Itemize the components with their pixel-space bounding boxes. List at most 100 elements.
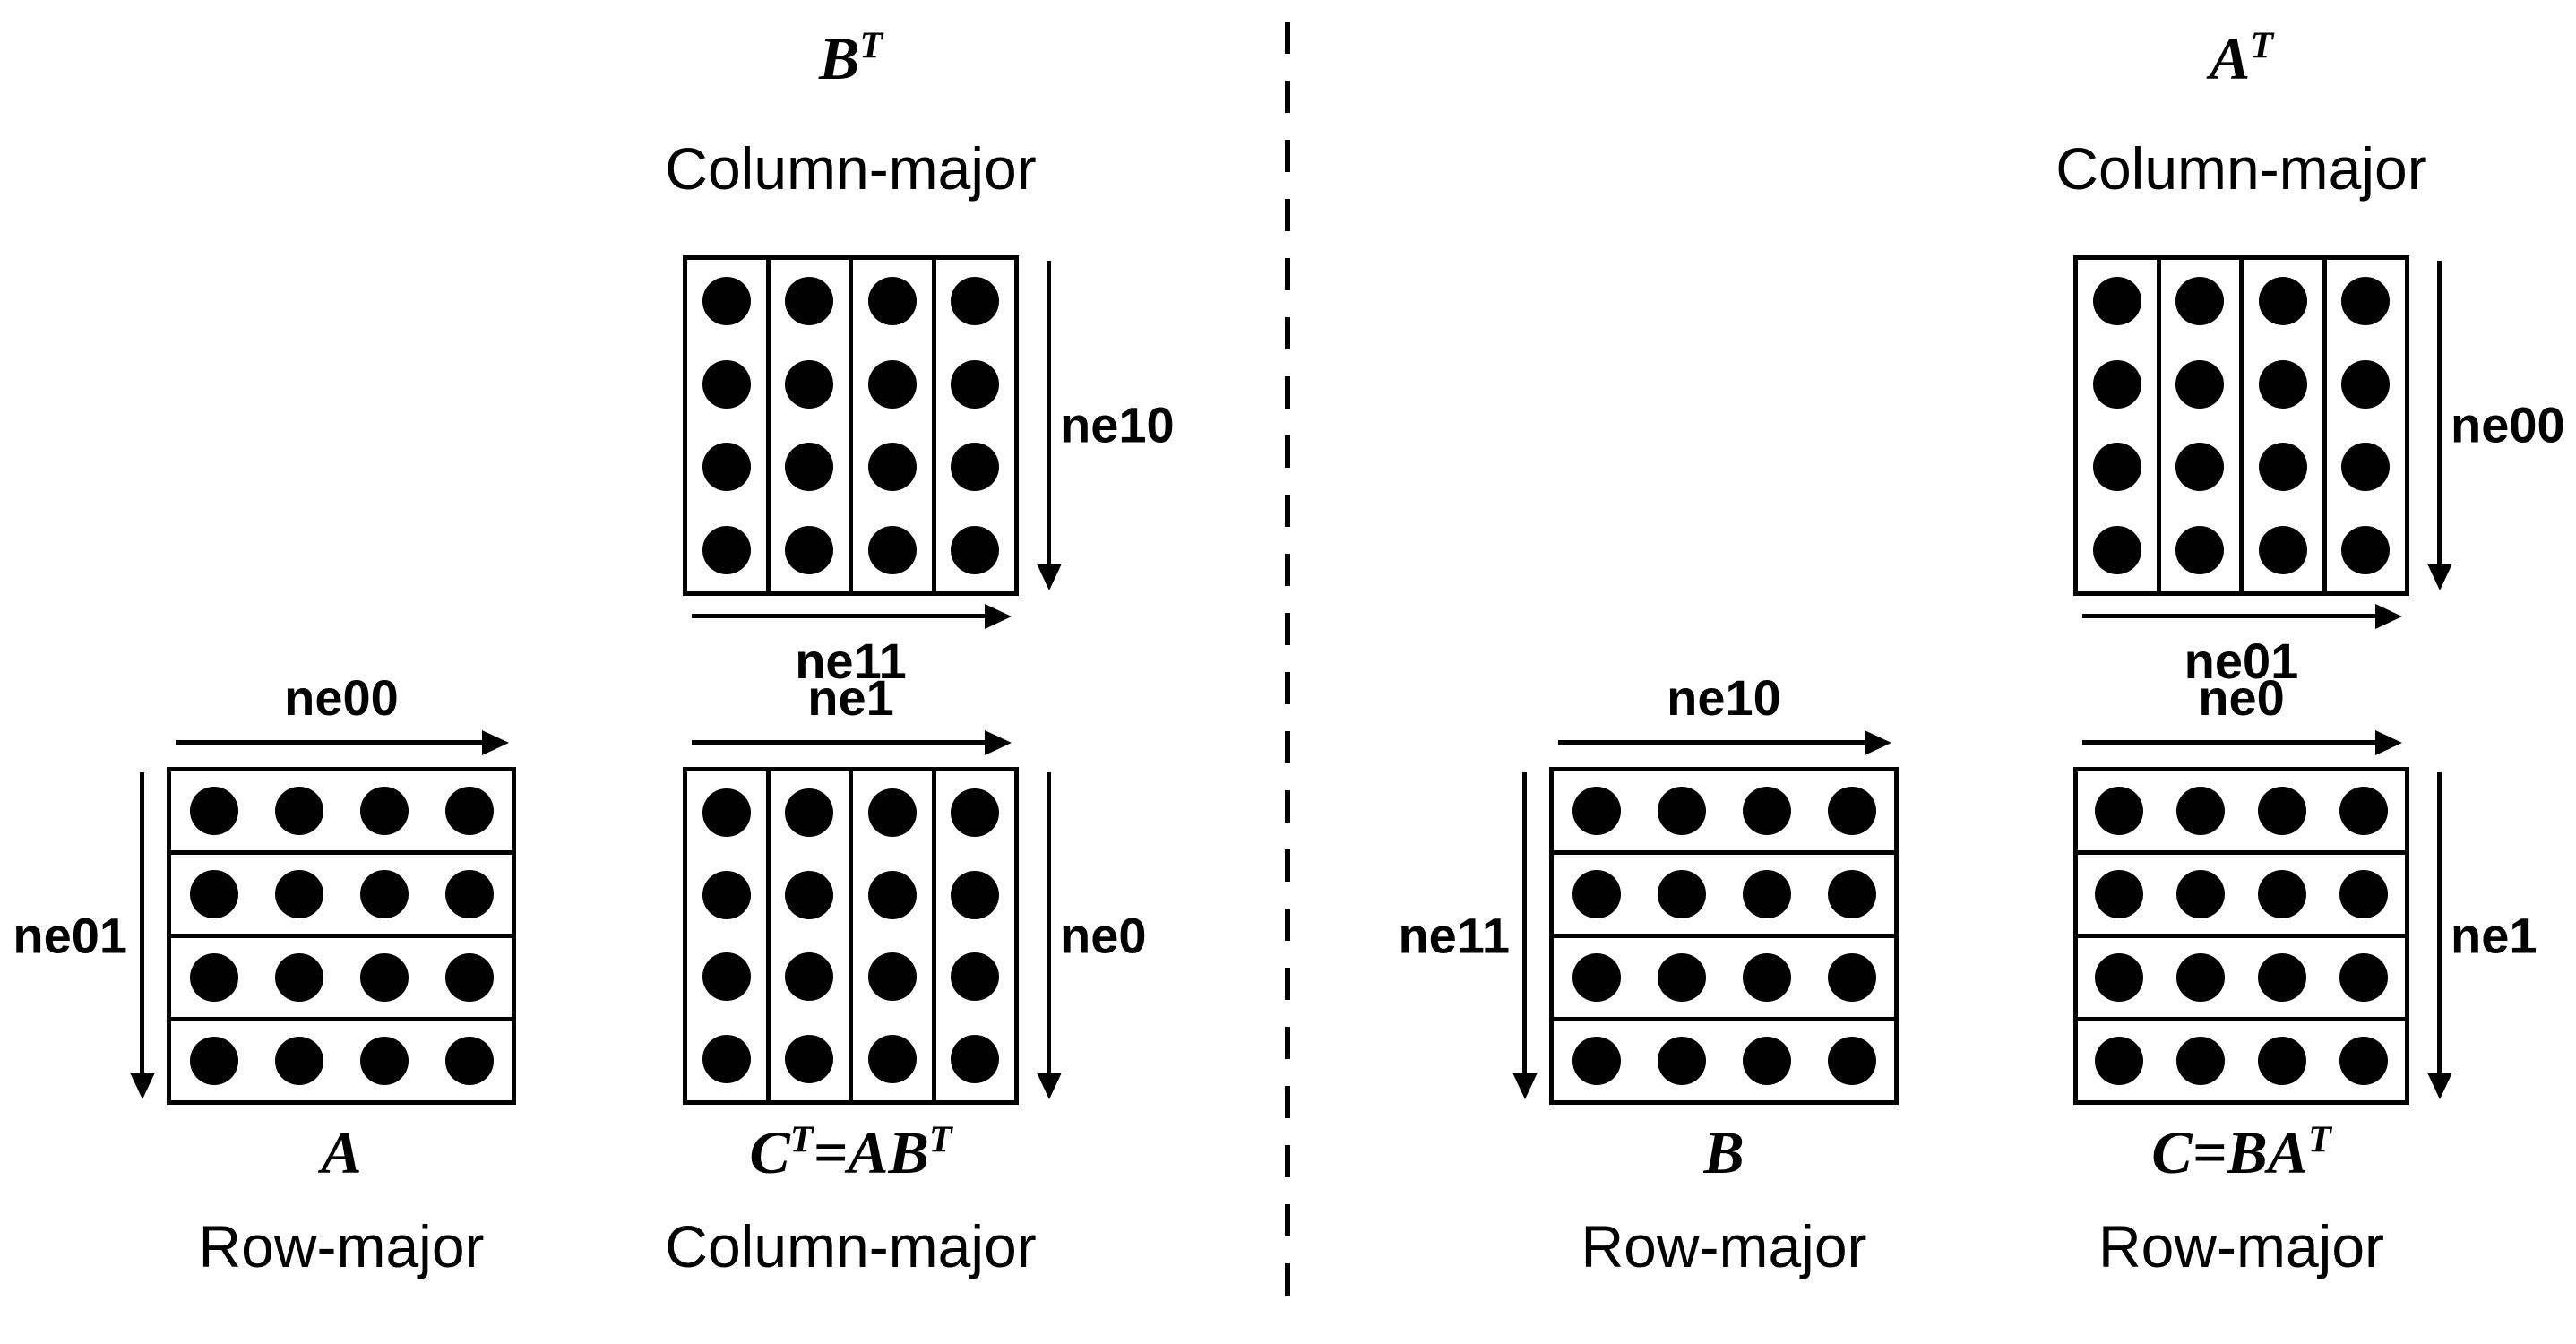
matrix-dot: [785, 952, 834, 1002]
layout-label-b: Row-major: [1581, 1213, 1867, 1279]
title-base: A: [2209, 24, 2251, 93]
title-base: A: [321, 1118, 362, 1186]
matrix-dot: [867, 952, 917, 1002]
title-superscript: T: [2308, 1119, 2331, 1161]
matrix-title-c-transpose: CT=ABT: [504, 1119, 1198, 1186]
matrix-dot: [1657, 953, 1706, 1002]
matrix-dot: [1572, 1037, 1621, 1085]
arrow-right-icon: [176, 740, 484, 745]
matrix-dot: [274, 870, 323, 918]
dim-label-ne0-right: ne0: [2198, 669, 2285, 726]
matrix-strip: [2156, 260, 2240, 591]
matrix-dot: [2339, 1037, 2389, 1085]
matrix-dot: [274, 787, 323, 835]
arrow-down-icon: [1047, 261, 1051, 565]
matrix-b: [1549, 767, 1899, 1105]
matrix-strip: [1554, 850, 1894, 934]
matrix-dot: [189, 1037, 238, 1085]
matrix-dot: [2175, 953, 2225, 1002]
matrix-dot: [702, 788, 751, 837]
matrix-dot: [1827, 953, 1876, 1002]
matrix-dot: [951, 870, 1000, 919]
matrix-panel-c-transpose: ne1 ne0 CT=ABT Column-major: [665, 671, 1146, 1279]
layout-label-a: Row-major: [198, 1213, 485, 1279]
matrix-dot: [1827, 870, 1876, 918]
matrix-dot: [359, 953, 409, 1002]
title-superscript: T: [789, 1119, 814, 1161]
matrix-dot: [702, 1035, 751, 1084]
matrix-dot: [2092, 443, 2141, 492]
matrix-dot: [951, 443, 1000, 492]
matrix-dot: [189, 787, 238, 835]
title-superscript: T: [859, 25, 883, 67]
dim-label-ne0: ne0: [1060, 907, 1147, 964]
dim-label-ne1: ne1: [807, 669, 894, 726]
matrix-dot: [189, 953, 238, 1002]
matrix-dot: [1572, 953, 1621, 1002]
matrix-dot: [702, 359, 751, 409]
matrix-title-a-transpose: AT: [1894, 25, 2576, 92]
matrix-dot: [2175, 443, 2225, 492]
matrix-dot: [444, 953, 494, 1002]
divider-dashed-line: [1285, 22, 1290, 1322]
matrix-strip: [171, 771, 512, 850]
matrix-strip: [931, 260, 1015, 591]
matrix-strip: [2239, 260, 2322, 591]
matrix-dot: [2258, 277, 2307, 326]
matrix-dot: [702, 277, 751, 326]
matrix-dot: [1657, 787, 1706, 835]
matrix-title-a: A: [0, 1119, 695, 1186]
layout-label-c-transpose: Column-major: [665, 1213, 1037, 1279]
matrix-dot: [785, 870, 834, 919]
matrix-dot: [785, 525, 834, 574]
matrix-dot: [951, 525, 1000, 574]
matrix-dot: [2094, 953, 2143, 1002]
matrix-c: [2073, 767, 2409, 1105]
matrix-dot: [1742, 1037, 1791, 1085]
matrix-dot: [785, 359, 834, 409]
matrix-dot: [2094, 1037, 2143, 1085]
matrix-title-b-transpose: BT: [504, 25, 1198, 92]
matrix-dot: [2175, 359, 2225, 409]
title-base: B: [1703, 1118, 1745, 1186]
matrix-strip: [2322, 260, 2406, 591]
matrix-dot: [2175, 787, 2225, 835]
title-base: B: [818, 24, 860, 93]
matrix-strip: [849, 771, 932, 1100]
title-base: C=BA: [2151, 1118, 2309, 1186]
matrix-dot: [702, 525, 751, 574]
dim-label-ne10: ne10: [1060, 396, 1175, 453]
arrow-down-icon: [1522, 772, 1527, 1074]
matrix-dot: [2339, 787, 2389, 835]
matrix-dot: [951, 1035, 1000, 1084]
matrix-dot: [359, 870, 409, 918]
title-superscript-2: T: [928, 1119, 952, 1161]
matrix-dot: [951, 952, 1000, 1002]
layout-label-c: Row-major: [2098, 1213, 2385, 1279]
matrix-dot: [2341, 443, 2391, 492]
dim-label-ne00-right: ne00: [2451, 396, 2565, 453]
matrix-dot: [2339, 870, 2389, 918]
matrix-dot: [2092, 359, 2141, 409]
matrix-dot: [2175, 1037, 2225, 1085]
dim-label-ne10-right: ne10: [1667, 669, 1781, 726]
matrix-dot: [2258, 525, 2307, 574]
matrix-dot: [2258, 953, 2307, 1002]
matrix-dot: [867, 525, 917, 574]
matrix-panel-c: ne0 ne1 C=BAT Row-major: [2073, 671, 2537, 1279]
matrix-strip: [849, 260, 932, 591]
matrix-dot: [2175, 277, 2225, 326]
layout-label-b-transpose: Column-major: [665, 135, 1037, 202]
arrow-down-icon: [140, 772, 144, 1074]
matrix-dot: [2094, 870, 2143, 918]
matrix-strip: [2078, 1017, 2405, 1100]
matrix-dot: [2175, 870, 2225, 918]
matrix-dot: [359, 787, 409, 835]
matrix-dot: [2258, 787, 2307, 835]
matrix-dot: [274, 1037, 323, 1085]
matrix-panel-b-transpose: BT Column-major ne10 ne11: [665, 25, 1174, 687]
arrow-right-icon: [2082, 614, 2377, 618]
matrix-b-transpose: [683, 255, 1019, 596]
